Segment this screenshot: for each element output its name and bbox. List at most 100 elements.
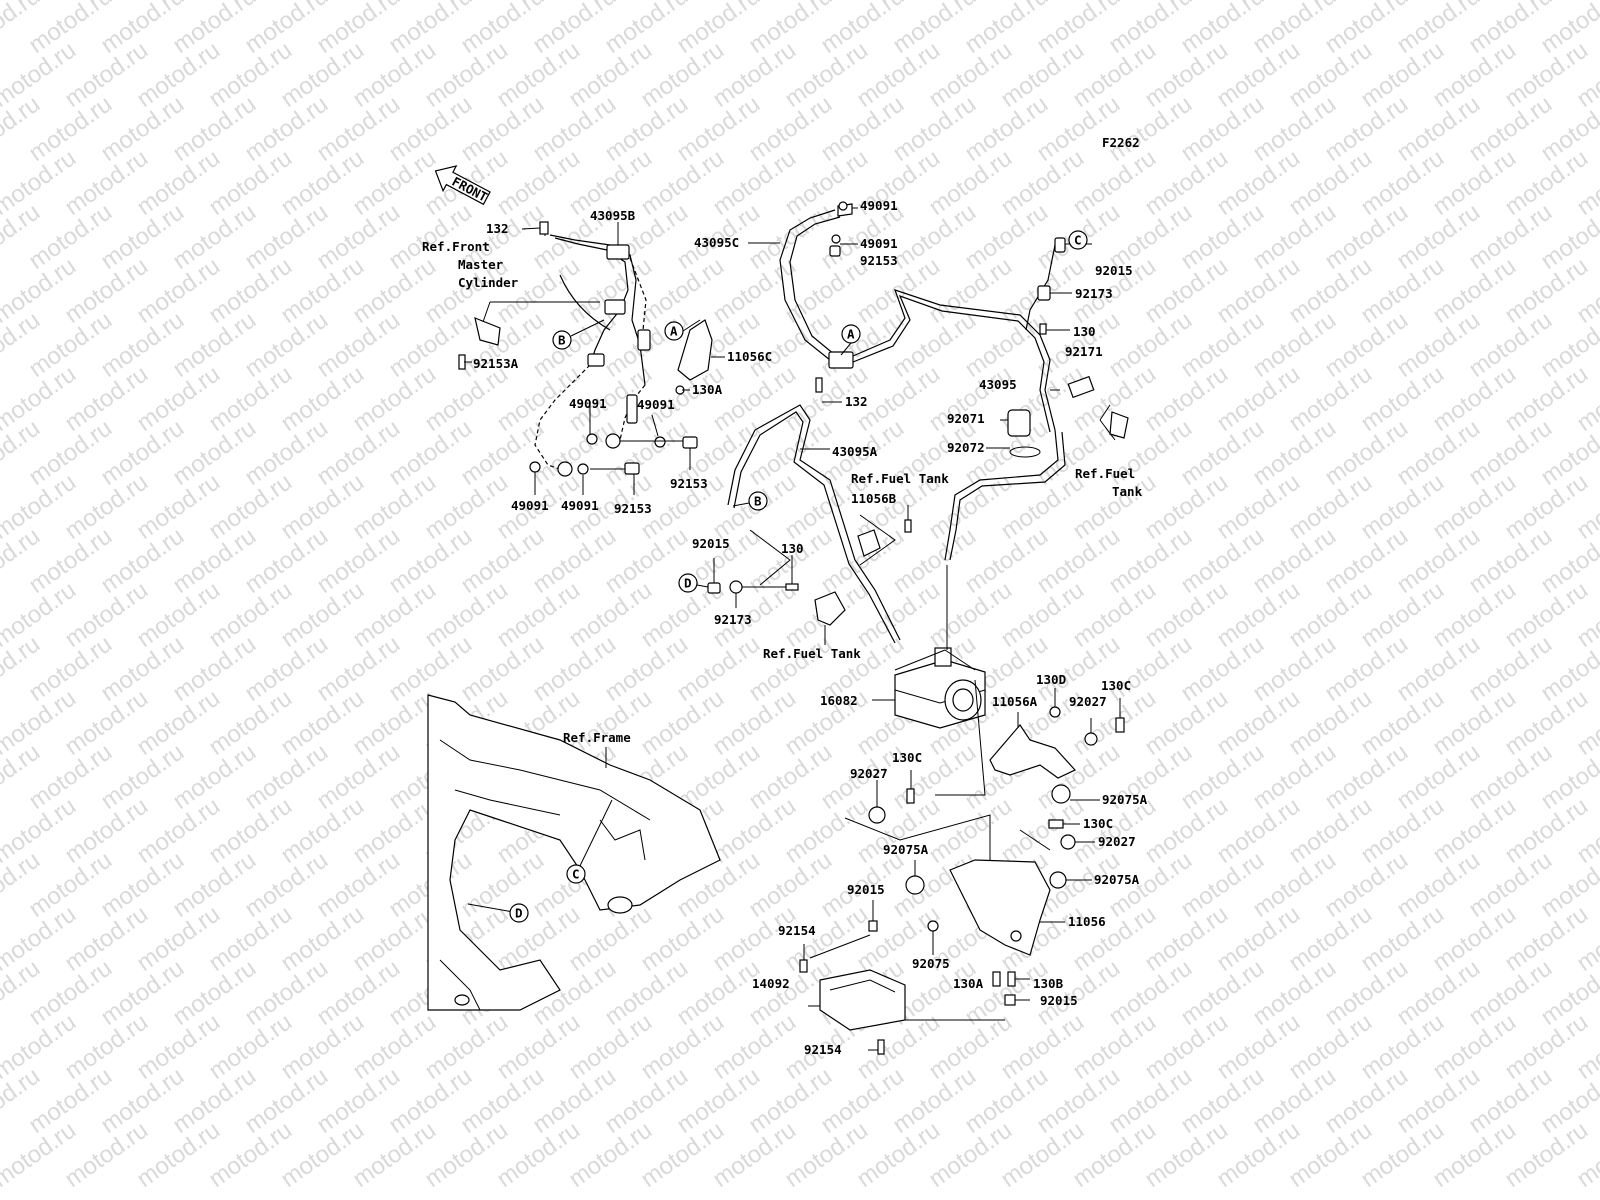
svg-text:D: D — [515, 906, 523, 921]
label-ref-front-master-3: Cylinder — [458, 275, 519, 290]
label-92173-left: 92173 — [714, 612, 752, 627]
bolt-130-left — [785, 583, 799, 591]
grommet-92075a-b — [905, 875, 925, 895]
label-92075a-a: 92075A — [1102, 792, 1148, 807]
banjo-fitting-a — [605, 433, 621, 449]
bolt-92154-b — [877, 1039, 885, 1055]
collar-92015-b — [868, 920, 878, 932]
bolt-130a-bottom — [992, 971, 1001, 987]
label-92153-top: 92153 — [860, 253, 898, 268]
grommet-92171 — [1067, 375, 1095, 399]
label-130a-bottom: 130A — [953, 976, 984, 991]
grommet-92075a-c — [1049, 871, 1067, 889]
label-92027-b: 92027 — [850, 766, 888, 781]
label-11056a: 11056A — [992, 694, 1038, 709]
label-92173-tr: 92173 — [1075, 286, 1113, 301]
collar-92027-a — [1084, 732, 1098, 746]
label-92027-a: 92027 — [1069, 694, 1107, 709]
label-11056b: 11056B — [851, 491, 897, 506]
abs-mount-bracket — [799, 706, 1125, 1055]
front-hose-assembly — [458, 221, 713, 477]
label-ref-frame: Ref.Frame — [563, 730, 631, 745]
label-130a-top: 130A — [692, 382, 723, 397]
callout-b-mid: B — [748, 491, 768, 511]
svg-text:B: B — [754, 494, 762, 509]
clamp-11056b — [857, 529, 881, 557]
label-92153-a: 92153 — [670, 476, 708, 491]
bolt-132-mid — [815, 377, 823, 393]
label-ref-front-master-1: Ref.Front — [422, 239, 490, 254]
label-92075: 92075 — [912, 956, 950, 971]
callout-a-left: A — [664, 321, 684, 341]
bracket-ref-fuel-tank-right — [1109, 411, 1129, 439]
washer-49091-c — [529, 461, 541, 473]
hose-joint-block-upper — [606, 244, 630, 260]
label-132-top: 132 — [486, 221, 509, 236]
label-92027-c: 92027 — [1098, 834, 1136, 849]
hose-fitting-right — [637, 329, 651, 351]
svg-text:A: A — [670, 324, 678, 339]
washer-49091-a — [586, 433, 598, 445]
callout-a-mid: A — [841, 324, 861, 344]
label-130c-b: 130C — [892, 750, 922, 765]
clamp-92173-left — [729, 580, 743, 594]
label-ref-front-master-2: Master — [458, 257, 504, 272]
bolt-130c-c — [1048, 819, 1064, 829]
sleeve-92071 — [1007, 409, 1031, 437]
banjo-bolt-92153-a — [682, 436, 698, 449]
label-49091-b: 49091 — [637, 397, 675, 412]
label-92075a-b: 92075A — [883, 842, 929, 857]
callout-c-frame: C — [566, 864, 586, 884]
label-ref-fuel-tank-c-1: Ref.Fuel — [1075, 466, 1135, 481]
hose-43095a — [707, 404, 912, 644]
fitting-92015-left — [707, 582, 721, 594]
label-49091-a: 49091 — [569, 396, 607, 411]
collar-92027-b — [868, 806, 886, 824]
label-49091-c: 49091 — [511, 498, 549, 513]
label-ref-fuel-tank-b: Ref.Fuel Tank — [763, 646, 861, 661]
svg-text:A: A — [847, 327, 855, 342]
label-43095b: 43095B — [590, 208, 636, 223]
grommet-92075a-a — [1051, 784, 1071, 804]
washer-49091-d — [577, 463, 589, 475]
bolt-11056b — [904, 519, 912, 533]
label-92153a: 92153A — [473, 356, 519, 371]
label-132-mid: 132 — [845, 394, 868, 409]
label-92071: 92071 — [947, 411, 985, 426]
callout-d-frame: D — [509, 903, 529, 923]
label-43095: 43095 — [979, 377, 1017, 392]
label-16082: 16082 — [820, 693, 858, 708]
banjo-fitting-b — [557, 461, 573, 477]
hose-43095c — [779, 201, 1056, 433]
bolt-130c-b — [906, 788, 915, 804]
watermark-text: motod.ru — [1572, 0, 1600, 5]
bolt-130d — [1049, 706, 1061, 718]
hose-fitting-left — [587, 353, 605, 367]
leader-lines — [464, 207, 1121, 1051]
bracket-ref-fuel-tank-center — [814, 591, 846, 626]
label-49091-mid: 49091 — [860, 236, 898, 251]
banjo-bolt-92153-b — [624, 462, 640, 475]
label-92072: 92072 — [947, 440, 985, 455]
abs-hydraulic-unit — [894, 565, 986, 729]
bolt-132-top — [539, 221, 549, 235]
bolt-130c-a — [1115, 717, 1125, 733]
label-92015-b: 92015 — [847, 882, 885, 897]
callout-letters: A B A C B D C — [509, 230, 1088, 923]
label-92171: 92171 — [1065, 344, 1103, 359]
washer-49091-mid — [831, 234, 841, 244]
label-130c-c: 130C — [1083, 816, 1113, 831]
hose-fitting-lower — [626, 394, 638, 424]
label-ref-fuel-tank-a: Ref.Fuel Tank — [851, 471, 949, 486]
callout-d-left: D — [678, 573, 698, 593]
label-92154-b: 92154 — [804, 1042, 842, 1057]
collar-92027-c — [1060, 834, 1076, 850]
label-92154-a: 92154 — [778, 923, 816, 938]
label-43095c: 43095C — [694, 235, 739, 250]
grommet-92075 — [927, 920, 939, 932]
bolt-130-tr — [1039, 323, 1047, 335]
label-92015-left: 92015 — [692, 536, 730, 551]
bracket-11056 — [949, 859, 1051, 956]
